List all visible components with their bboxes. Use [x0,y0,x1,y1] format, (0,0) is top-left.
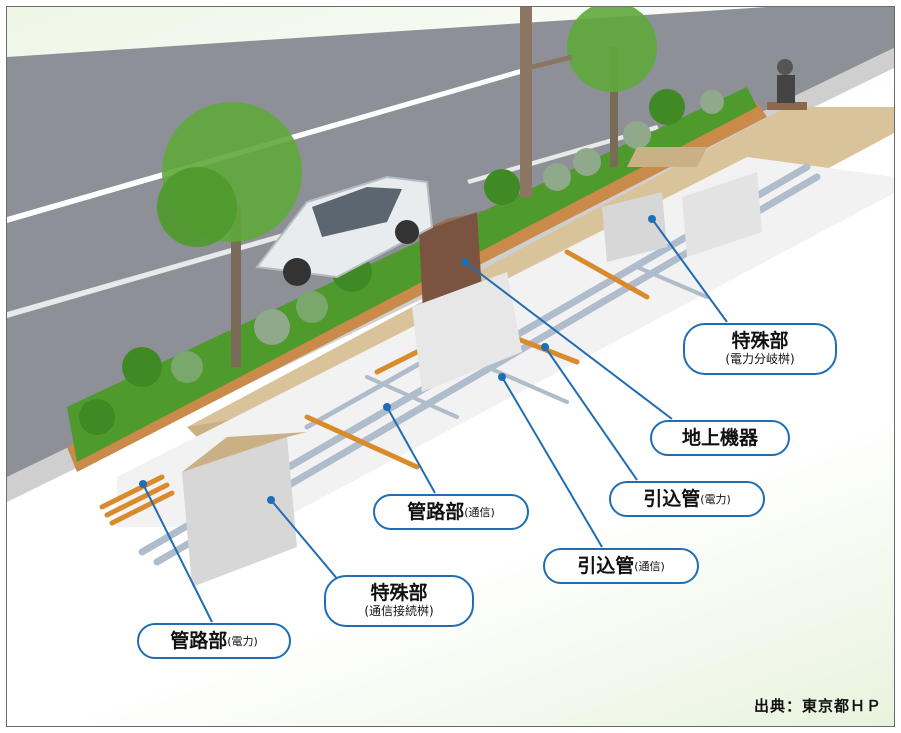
callout-lead-in-comm: 引込管 (通信) [543,548,699,584]
callout-sublabel: (通信接続桝) [364,604,434,619]
power-lead-in-pipe [564,249,650,300]
shrub [296,291,328,323]
callout-label: 特殊部 [731,330,789,353]
leader-conduit-power [142,483,213,623]
shrub [700,90,724,114]
car-window [312,187,402,237]
shrub [122,347,162,387]
tree-trunk [231,207,241,367]
shrub [171,351,203,383]
cabinet-base [412,272,522,392]
tree-foliage [157,167,237,247]
comm-lead-in-pipe [635,265,709,299]
leader-special-power [651,218,728,323]
pole-arm [531,54,573,70]
comm-junction-box [182,432,307,587]
power-pipe [99,474,165,510]
leader-lead-in-comm [501,376,603,548]
box-side [602,192,667,262]
callout-sublabel: (通信) [464,506,495,519]
leader-special-comm [270,499,340,582]
power-pipe [304,414,420,470]
tree-trunk [610,47,618,167]
leader-lines [142,218,728,623]
cabinet-front [419,212,482,312]
tree-right [567,7,657,167]
ground-equipment-cabinet [412,207,522,392]
source-credit: 出典：東京都ＨＰ [753,697,882,715]
tree-left [157,102,302,367]
power-pipe [104,482,170,518]
shrub [649,89,685,125]
leader-dot [541,343,549,351]
callout-conduit-comm: 管路部 (通信) [373,494,529,530]
bench [767,102,807,110]
callout-lead-in-power: 引込管 (電力) [609,481,765,517]
leader-conduit-comm [386,406,436,494]
leader-dot [648,215,656,223]
leader-ground-equipment [464,261,673,420]
leader-dot [383,403,391,411]
callout-label: 特殊部 [370,582,428,605]
callout-special-power: 特殊部 (電力分岐桝) [683,323,837,375]
sidewalk-pavers [627,147,707,167]
utility-pole [520,7,532,197]
callout-conduit-power: 管路部 (電力) [137,623,291,659]
box-side [682,172,762,257]
shrub [573,148,601,176]
hedge-strip [67,87,757,462]
shrub [254,309,290,345]
car-wheel [283,258,311,286]
callout-special-comm: 特殊部 (通信接続桝) [324,575,474,627]
callout-label: 引込管 [577,554,635,577]
leader-dot [498,373,506,381]
box-top [182,432,307,472]
box-side [182,437,297,587]
shrub [484,169,520,205]
callout-label: 引込管 [643,487,701,510]
tree-foliage [567,7,657,92]
leader-dot [461,258,469,266]
power-pipe [109,490,175,526]
callout-sublabel: (通信) [634,560,665,573]
callout-sublabel: (電力) [700,493,731,506]
callout-label: 管路部 [170,629,228,652]
person [777,59,793,75]
leader-dot [267,496,275,504]
leader-dot [139,480,147,488]
power-branch-box [602,172,762,262]
diagram-frame: 特殊部 (電力分岐桝) 地上機器 引込管 (電力) 管路部 (通信) 引込管 (… [6,6,895,727]
shrub [79,399,115,435]
shrub [543,163,571,191]
leader-lead-in-power [544,346,638,481]
comm-lead-in-pipe [365,375,459,419]
leader-dots [139,215,656,504]
utility-corridor-illustration [7,7,894,623]
car-wheel [395,220,419,244]
hedge-curb [67,102,767,472]
car [255,175,434,286]
callout-ground-equipment: 地上機器 [650,420,790,456]
comm-lead-in-pipe [485,365,569,404]
callout-sublabel: (電力分岐桝) [725,352,795,367]
callout-sublabel: (電力) [227,635,258,648]
callout-label: 地上機器 [681,426,758,449]
people-with-bench [767,59,807,110]
callout-label: 管路部 [407,500,465,523]
person [777,75,795,103]
shrub [623,121,651,149]
